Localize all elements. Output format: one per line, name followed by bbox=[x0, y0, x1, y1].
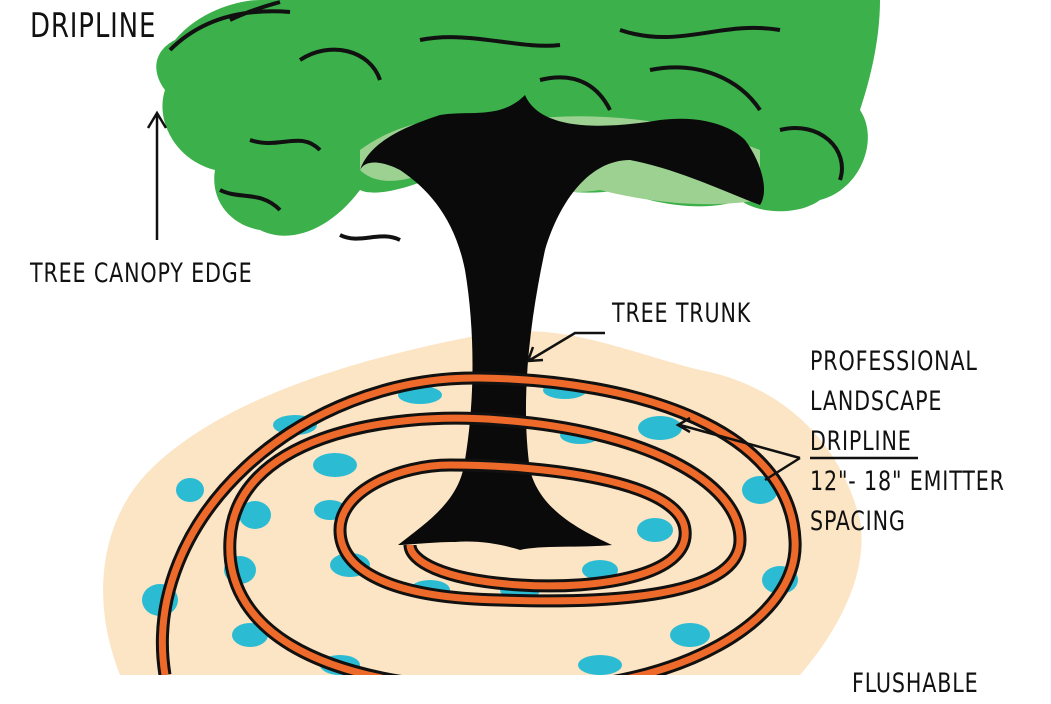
tree-trunk bbox=[360, 95, 765, 550]
bottom-partial-label: FLUSHABLE bbox=[852, 668, 979, 699]
dripline-label-line: PROFESSIONAL bbox=[810, 346, 978, 377]
dripline-arrow-2 bbox=[764, 456, 801, 482]
title: DRIPLINE bbox=[30, 6, 157, 46]
dripline-spiral bbox=[156, 371, 802, 675]
canopy-edge-arrow bbox=[146, 110, 168, 240]
dripline-label-line: SPACING bbox=[810, 506, 906, 537]
dripline-arrow-1 bbox=[675, 416, 801, 460]
tree-dripline-illustration bbox=[103, 0, 918, 675]
dripline-label-line: 12"- 18" EMITTER bbox=[810, 466, 1005, 497]
trunk-label: TREE TRUNK bbox=[612, 298, 752, 329]
dripline-label-line: LANDSCAPE bbox=[810, 386, 943, 417]
dripline-label: PROFESSIONAL LANDSCAPE DRIPLINE 12"- 18"… bbox=[810, 342, 1005, 542]
arrows bbox=[146, 110, 918, 482]
trunk-arrow bbox=[526, 331, 605, 363]
canopy-edge-label: TREE CANOPY EDGE bbox=[30, 258, 253, 289]
dripline-label-line: DRIPLINE bbox=[810, 426, 912, 457]
